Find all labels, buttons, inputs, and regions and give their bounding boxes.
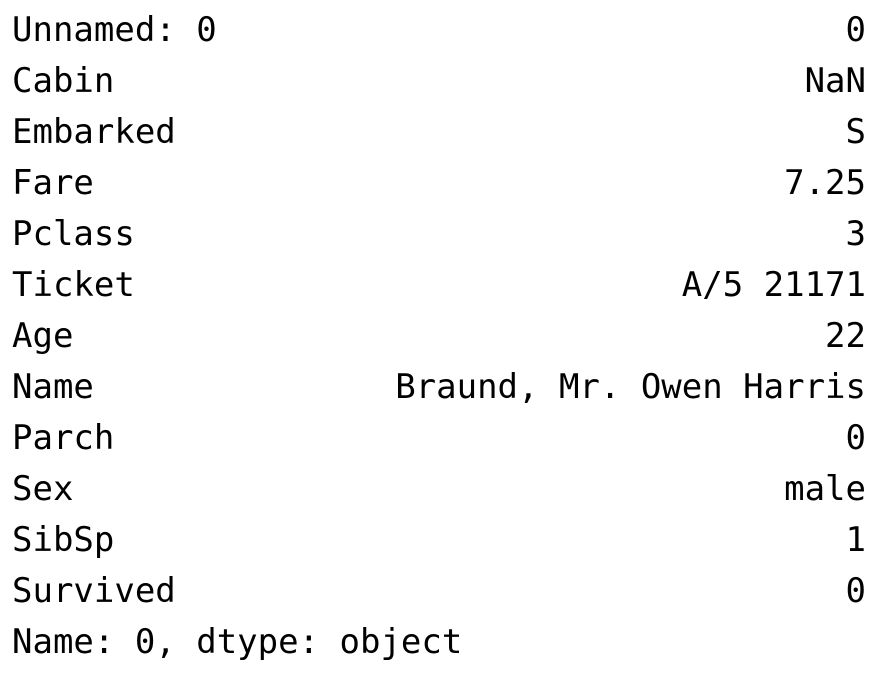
series-row: Embarked S: [12, 107, 866, 158]
series-key: Sex: [12, 469, 74, 509]
series-row: Ticket A/5 21171: [12, 260, 866, 311]
series-row: Name Braund, Mr. Owen Harris: [12, 362, 866, 413]
series-key: Pclass: [12, 214, 135, 254]
series-key: Survived: [12, 571, 176, 611]
series-row: Cabin NaN: [12, 56, 866, 107]
series-row: Pclass 3: [12, 209, 866, 260]
series-value: 3: [845, 214, 866, 254]
series-row: Fare 7.25: [12, 158, 866, 209]
series-value: 22: [825, 316, 866, 356]
series-row: Survived 0: [12, 566, 866, 617]
series-row: Parch 0: [12, 413, 866, 464]
series-value: 0: [845, 10, 866, 50]
series-value: male: [784, 469, 866, 509]
series-key: Embarked: [12, 112, 176, 152]
series-key: Ticket: [12, 265, 135, 305]
series-key: Unnamed: 0: [12, 10, 217, 50]
series-key: Cabin: [12, 61, 115, 101]
series-value: 7.25: [784, 163, 866, 203]
series-key: Parch: [12, 418, 115, 458]
series-value: A/5 21171: [681, 265, 866, 305]
series-value: Braund, Mr. Owen Harris: [395, 367, 866, 407]
series-key: SibSp: [12, 520, 115, 560]
series-row: Unnamed: 0 0: [12, 5, 866, 56]
series-row: Sex male: [12, 464, 866, 515]
series-value: 1: [845, 520, 866, 560]
series-key: Age: [12, 316, 74, 356]
series-value: 0: [845, 571, 866, 611]
series-row: SibSp 1: [12, 515, 866, 566]
series-value: 0: [845, 418, 866, 458]
series-key: Fare: [12, 163, 94, 203]
series-footer: Name: 0, dtype: object: [12, 622, 463, 662]
series-value: NaN: [804, 61, 866, 101]
series-row: Age 22: [12, 311, 866, 362]
series-key: Name: [12, 367, 94, 407]
series-value: S: [845, 112, 866, 152]
series-output: Unnamed: 0 0 Cabin NaN Embarked S Fare 7…: [12, 5, 866, 668]
